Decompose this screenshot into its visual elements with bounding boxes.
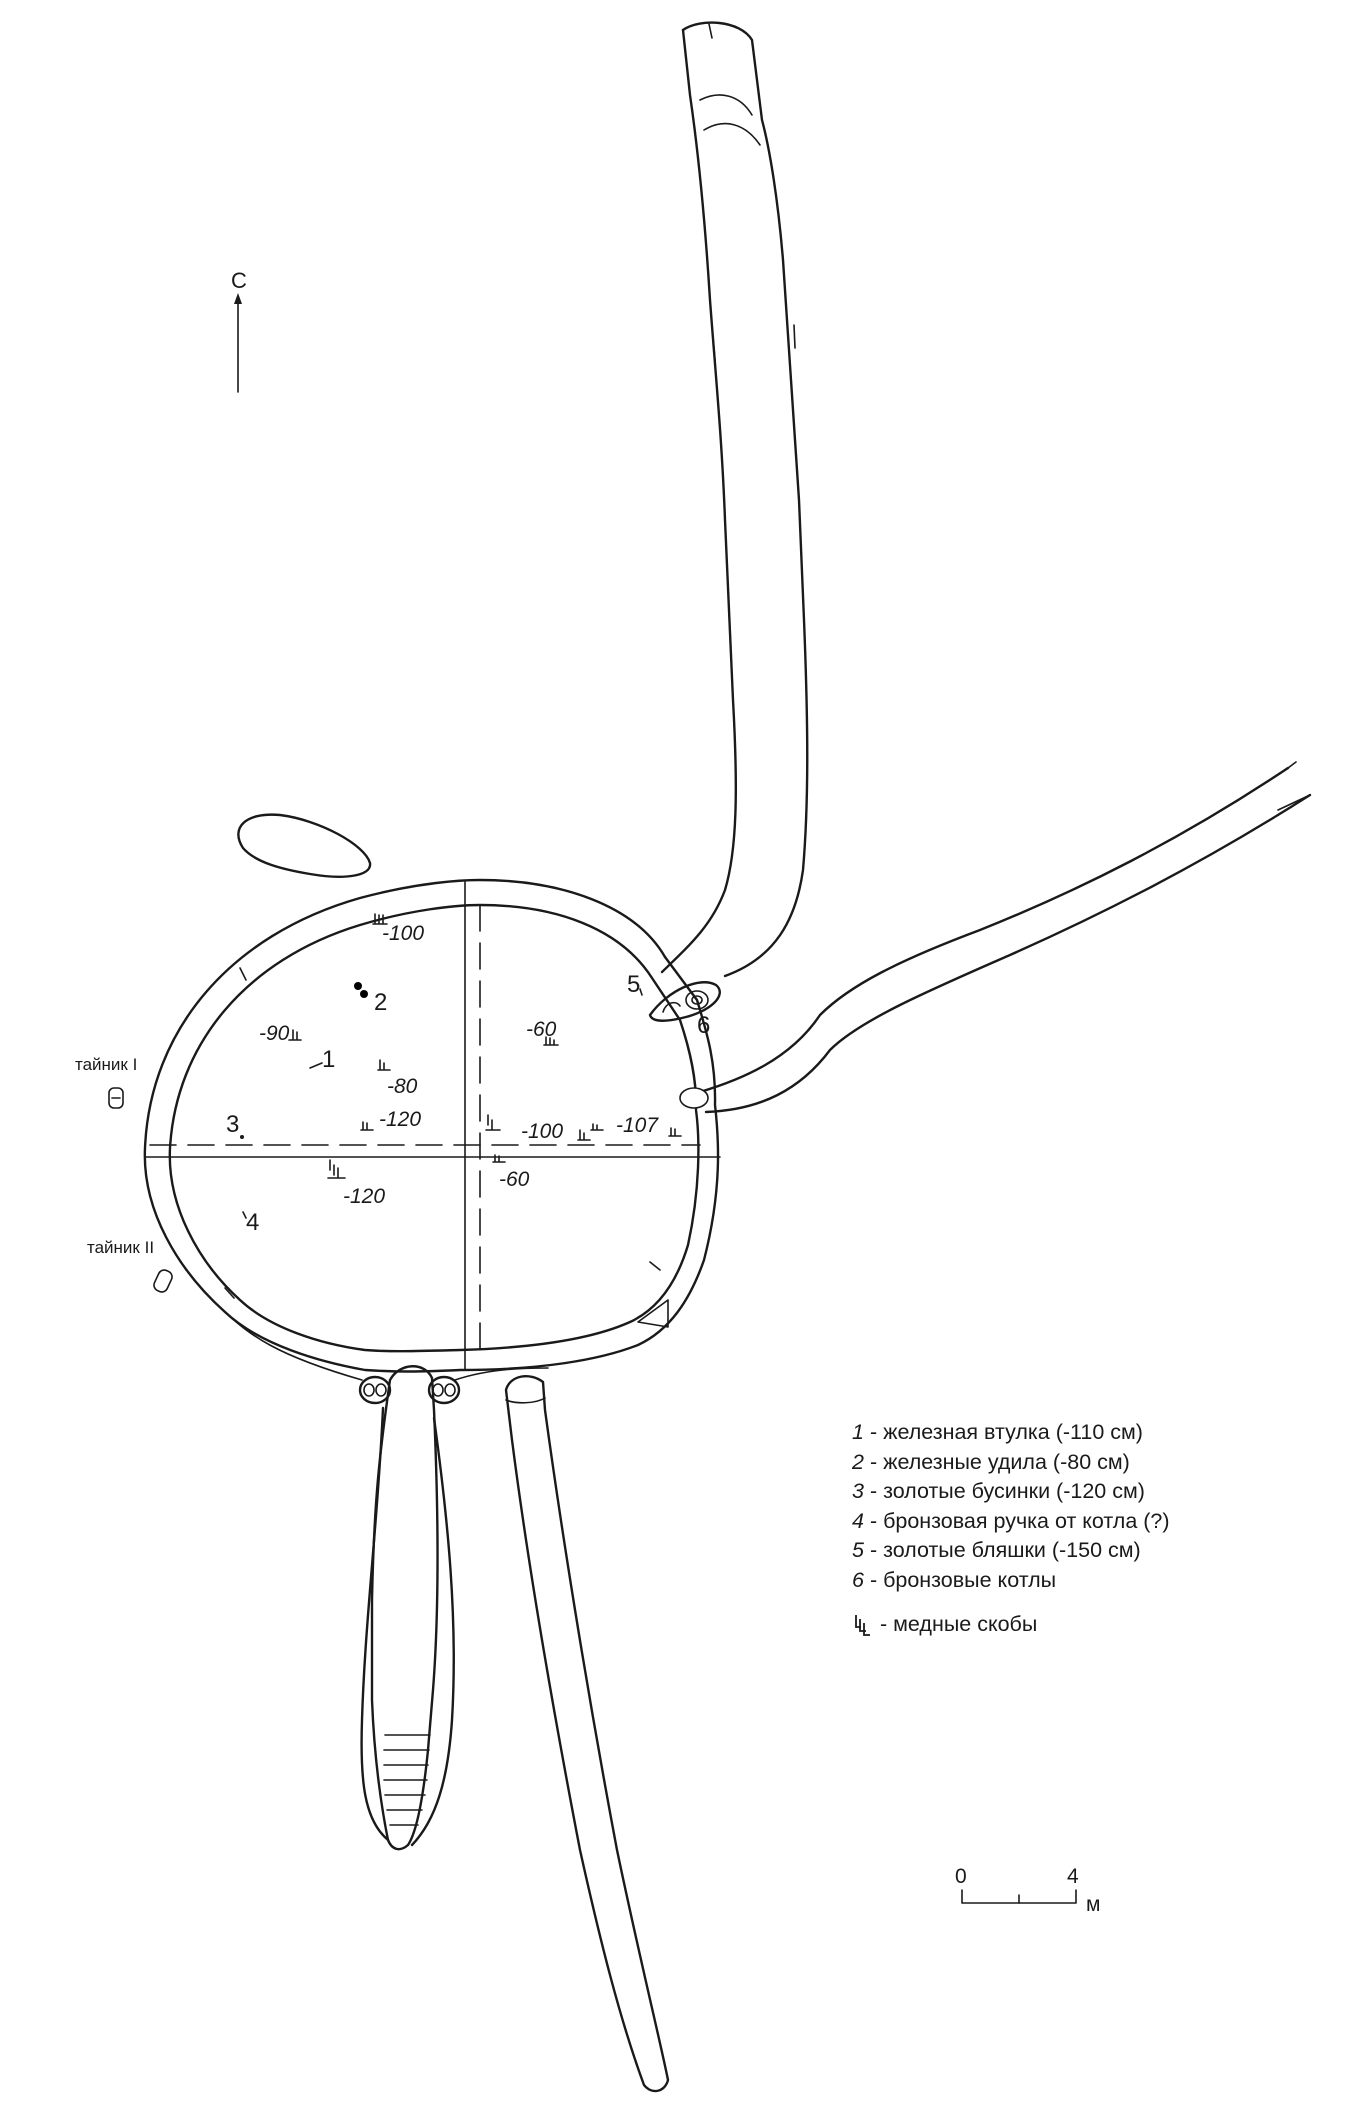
depth-mark: -100: [521, 1120, 563, 1143]
legend-key-staples: - медные скобы: [852, 1611, 1292, 1637]
enclosure: [143, 878, 721, 1373]
cache-2-label: тайник II: [87, 1238, 154, 1257]
find-number-1: 1: [322, 1046, 335, 1073]
cache-1-label: тайник I: [75, 1055, 137, 1074]
find-number-3: 3: [226, 1111, 239, 1138]
depth-mark: -100: [382, 922, 424, 945]
scale-bar: 0 4 м: [955, 1865, 1100, 1916]
depth-mark: -120: [343, 1185, 385, 1208]
south-entrance: [224, 1311, 670, 2093]
find-number-2: 2: [374, 989, 387, 1016]
depth-mark: -60: [526, 1018, 557, 1041]
legend-key-text: - медные скобы: [880, 1611, 1038, 1636]
north-label: С: [231, 268, 247, 293]
depth-mark: -90: [259, 1022, 290, 1045]
legend: 1 - железная втулка (-110 см) 2 - железн…: [852, 1418, 1292, 1637]
legend-item: 4 - бронзовая ручка от котла (?): [852, 1508, 1170, 1533]
legend-item: 2 - железные удила (-80 см): [852, 1449, 1130, 1474]
depth-mark: -107: [616, 1114, 659, 1137]
depth-mark: -60: [499, 1168, 530, 1191]
scale-end: 4: [1067, 1865, 1079, 1888]
scale-unit: м: [1086, 1893, 1100, 1916]
depth-mark: -80: [387, 1075, 418, 1098]
legend-item: 5 - золотые бляшки (-150 см): [852, 1538, 1141, 1562]
find-number-4: 4: [246, 1209, 259, 1236]
staple-symbols: [240, 913, 682, 1219]
cache-2: тайник II: [87, 1238, 173, 1293]
legend-item: 6 - бронзовые котлы: [852, 1567, 1057, 1592]
legend-item: 1 - железная втулка (-110 см): [852, 1420, 1143, 1444]
cauldron-pit: [648, 981, 721, 1109]
copper-staple-icon: [855, 1615, 870, 1636]
find-number-5: 5: [627, 971, 640, 998]
depth-mark: -120: [379, 1108, 421, 1131]
north-ditch: [660, 21, 809, 978]
mound-nw: [237, 813, 372, 878]
north-arrow: С: [231, 268, 247, 393]
find-number-6: 6: [697, 1012, 710, 1039]
legend-item: 3 - золотые бусинки (-120 см): [852, 1479, 1145, 1503]
east-ditch: [698, 761, 1312, 1114]
find-numbers: 1 2 3 4 5 6: [226, 971, 710, 1236]
depth-marks: -100 -90 -80 -120 -60 -100 -107 -60 -120: [259, 922, 659, 1208]
cache-1: тайник I: [75, 1055, 137, 1109]
scale-start: 0: [955, 1865, 967, 1888]
